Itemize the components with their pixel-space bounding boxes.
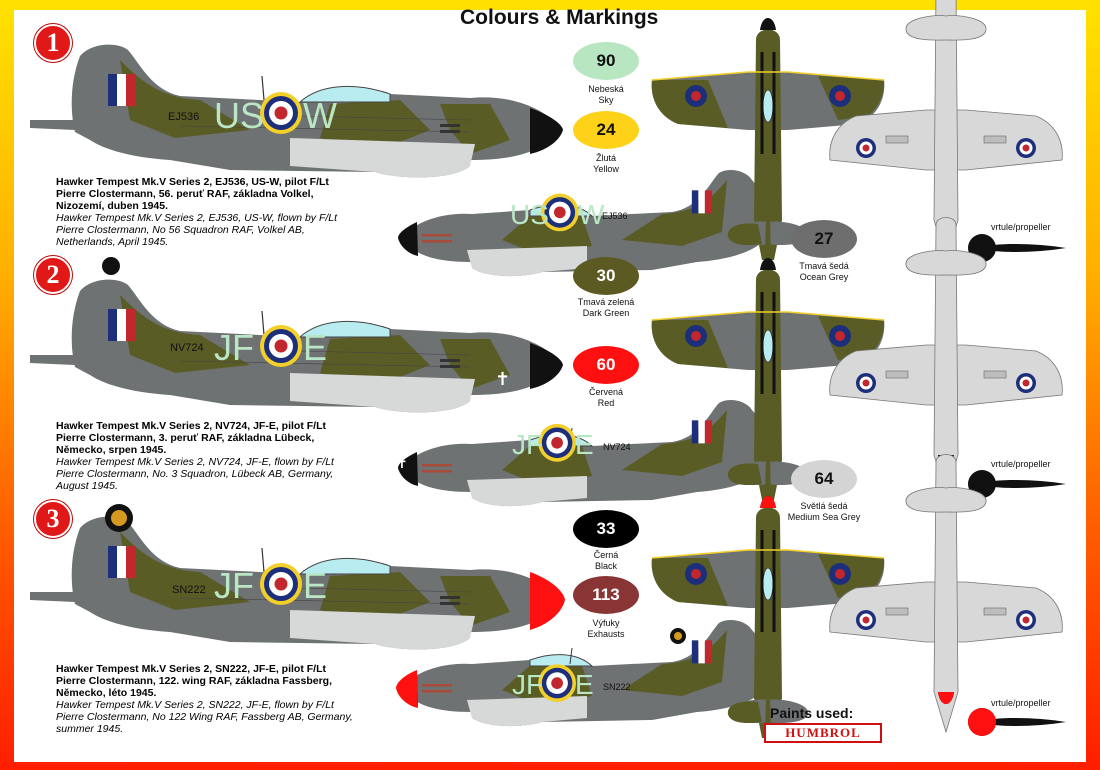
caption-2-cz: Hawker Tempest Mk.V Series 2, NV724, JF-… — [56, 420, 326, 456]
code-3-large: JF — [214, 565, 254, 606]
caption-1: Hawker Tempest Mk.V Series 2, EJ536, US-… — [56, 176, 356, 248]
roundel-2-large — [260, 325, 302, 367]
serial-2-small: NV724 — [603, 442, 631, 452]
scheme-number-3: 3 — [34, 500, 72, 538]
scheme-3-side-small — [396, 620, 772, 726]
caption-2: Hawker Tempest Mk.V Series 2, NV724, JF-… — [56, 420, 356, 492]
serial-1-large: EJ536 — [168, 111, 199, 123]
caption-3-cz: Hawker Tempest Mk.V Series 2, SN222, JF-… — [56, 663, 333, 699]
propeller-label-3: vrtule/propeller — [991, 698, 1051, 708]
scheme-3-bottom-view — [830, 455, 1063, 733]
caption-1-cz: Hawker Tempest Mk.V Series 2, EJ536, US-… — [56, 176, 329, 212]
cross-of-lorraine-small-icon: ✝ — [396, 456, 408, 472]
serial-2-large: NV724 — [170, 342, 204, 354]
caption-3-en: Hawker Tempest Mk.V Series 2, SN222, JF-… — [56, 699, 353, 735]
scheme-3-side-large — [30, 517, 565, 650]
caption-1-en: Hawker Tempest Mk.V Series 2, EJ536, US-… — [56, 212, 338, 248]
serial-3-large: SN222 — [172, 584, 206, 596]
paint-swatch-33: 33 — [573, 510, 639, 548]
caption-2-en: Hawker Tempest Mk.V Series 2, NV724, JF-… — [56, 456, 334, 492]
humbrol-logo: HUMBROL — [764, 723, 882, 743]
paint-swatch-60: 60 — [573, 346, 639, 384]
paint-swatch-24: 24 — [573, 111, 639, 149]
scheme-number-1: 1 — [34, 24, 72, 62]
code-3-small: JF — [512, 669, 543, 700]
paint-swatch-113: 113 — [573, 576, 639, 614]
letter-1-large: W — [303, 95, 337, 136]
propeller-label-2: vrtule/propeller — [991, 459, 1051, 469]
roundel-2-small — [538, 423, 576, 462]
letter-2-small: E — [575, 429, 594, 460]
code-2-small: JF — [512, 429, 543, 460]
roundel-3-large — [260, 563, 302, 605]
scheme-2-bottom-view — [830, 218, 1063, 496]
serial-3-small: SN222 — [603, 682, 631, 692]
roundel-1-large — [260, 92, 302, 134]
code-1-small: US — [510, 199, 549, 230]
paint-swatch-64: 64 — [791, 460, 857, 498]
letter-3-large: E — [303, 565, 327, 606]
serial-1-small: EJ536 — [602, 211, 628, 221]
letter-1-small: W — [578, 199, 605, 230]
emblem-no3-squadron-icon — [102, 257, 120, 275]
caption-3: Hawker Tempest Mk.V Series 2, SN222, JF-… — [56, 663, 356, 735]
scheme-3-propeller — [968, 708, 1066, 736]
propeller-label-1: vrtule/propeller — [991, 222, 1051, 232]
scheme-2-propeller — [968, 470, 1066, 498]
paint-swatch-30: 30 — [573, 257, 639, 295]
letter-2-large: E — [303, 327, 327, 368]
paint-swatch-90: 90 — [573, 42, 639, 80]
code-1-large: US — [214, 95, 264, 136]
code-2-large: JF — [214, 327, 254, 368]
scheme-number-2: 2 — [34, 256, 72, 294]
roundel-3-small — [538, 664, 576, 702]
paint-swatch-27: 27 — [791, 220, 857, 258]
cross-of-lorraine-icon: ✝ — [495, 369, 510, 390]
letter-3-small: E — [575, 669, 594, 700]
page-title: Colours & Markings — [460, 6, 659, 29]
paints-used-label: Paints used: — [770, 705, 854, 721]
scheme-3-top-view — [652, 496, 885, 738]
